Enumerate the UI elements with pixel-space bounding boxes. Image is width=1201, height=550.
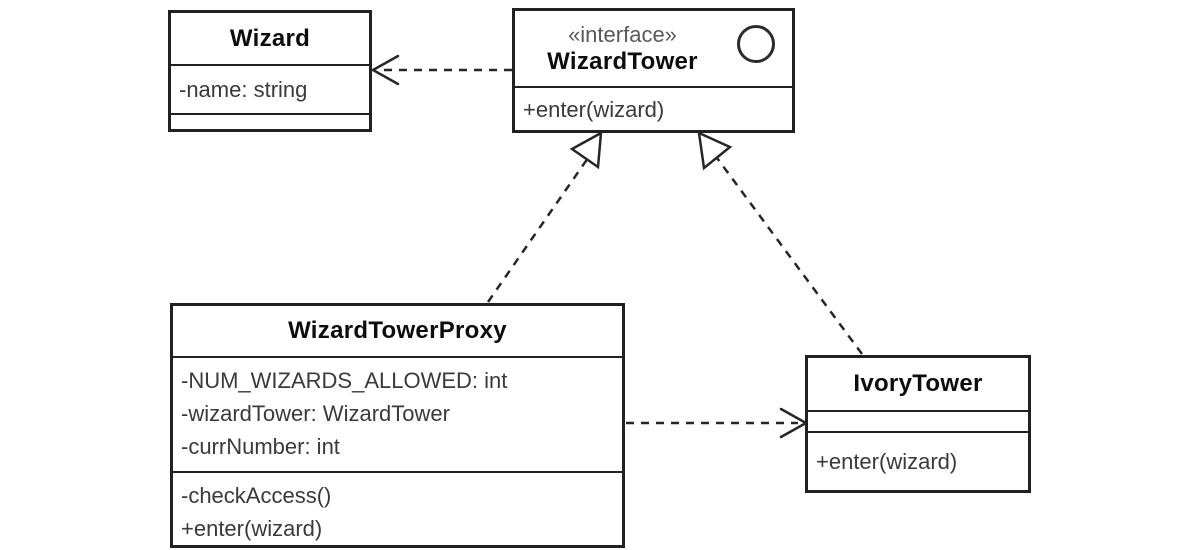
class-wizardtower-title: WizardTower — [547, 47, 698, 75]
dependency-arrow-wizardtowerproxy-to-ivorytower — [626, 407, 809, 439]
class-wizardtowerproxy: WizardTowerProxy -NUM_WIZARDS_ALLOWED: i… — [170, 303, 625, 548]
method-line: +enter(wizard) — [523, 96, 665, 122]
class-ivorytower-methods: +enter(wizard) — [808, 431, 1028, 490]
attribute-line: -NUM_WIZARDS_ALLOWED: int — [181, 368, 508, 393]
class-ivorytower-header: IvoryTower — [808, 358, 1028, 410]
class-wizardtowerproxy-attributes: -NUM_WIZARDS_ALLOWED: int -wizardTower: … — [173, 356, 622, 471]
class-wizardtowerproxy-title: WizardTowerProxy — [288, 317, 507, 344]
class-wizardtowerproxy-header: WizardTowerProxy — [173, 306, 622, 356]
class-wizard-title: Wizard — [229, 24, 311, 52]
class-wizardtower: «interface» WizardTower +enter(wizard) — [512, 8, 795, 133]
class-wizard-header: Wizard — [171, 13, 369, 64]
class-wizardtowerproxy-methods: -checkAccess() +enter(wizard) — [173, 471, 622, 549]
class-wizard-methods-empty — [171, 113, 369, 129]
attribute-line: -wizardTower: WizardTower — [181, 401, 450, 426]
class-wizard: Wizard -name: string — [168, 10, 372, 132]
class-wizardtower-methods: +enter(wizard) — [515, 86, 792, 130]
class-ivorytower: IvoryTower +enter(wizard) — [805, 355, 1031, 493]
class-wizard-attributes: -name: string — [171, 64, 369, 113]
class-ivorytower-title: IvoryTower — [853, 370, 983, 397]
class-wizardtower-header: «interface» WizardTower — [515, 11, 792, 86]
interface-circle-icon — [737, 25, 775, 63]
method-line: -checkAccess() — [181, 483, 332, 508]
attribute-line: -name: string — [179, 77, 308, 102]
class-wizardtower-stereotype: «interface» — [568, 21, 677, 47]
attribute-line: -currNumber: int — [181, 434, 340, 459]
dependency-arrow-wizardtower-to-wizard — [370, 54, 512, 86]
method-line: +enter(wizard) — [816, 449, 958, 474]
method-line: +enter(wizard) — [181, 516, 323, 541]
class-ivorytower-attributes-empty — [808, 410, 1028, 431]
realization-arrow-ivorytower-to-wizardtower — [697, 130, 864, 355]
realization-arrow-wizardtowerproxy-to-wizardtower — [486, 130, 603, 303]
